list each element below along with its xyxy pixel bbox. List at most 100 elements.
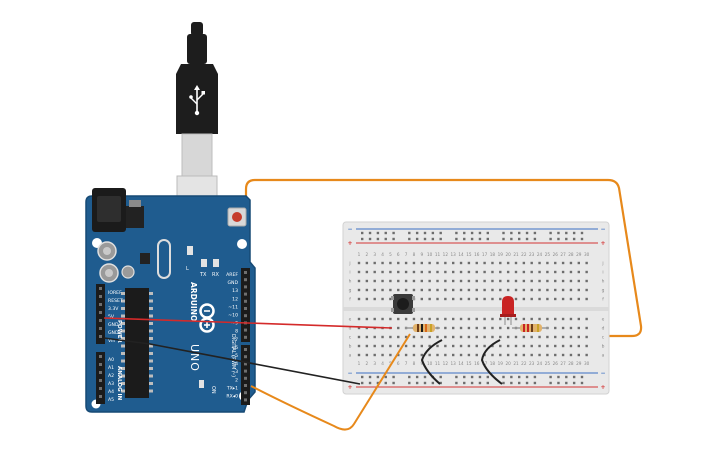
rail-hole[interactable] bbox=[463, 231, 466, 235]
terminal-hole[interactable] bbox=[428, 317, 431, 321]
terminal-hole[interactable] bbox=[546, 317, 549, 321]
header-hole[interactable] bbox=[244, 362, 247, 366]
rail-hole[interactable] bbox=[408, 381, 411, 385]
rail-hole[interactable] bbox=[439, 231, 442, 235]
terminal-hole[interactable] bbox=[381, 279, 384, 283]
terminal-hole[interactable] bbox=[506, 288, 510, 292]
terminal-hole[interactable] bbox=[373, 335, 376, 339]
rail-hole[interactable] bbox=[549, 381, 552, 385]
breadboard[interactable]: 1122334455667788991010111112121313141415… bbox=[342, 221, 610, 395]
terminal-hole[interactable] bbox=[459, 317, 463, 321]
terminal-hole[interactable] bbox=[522, 288, 526, 292]
terminal-hole[interactable] bbox=[389, 261, 392, 265]
rail-hole[interactable] bbox=[572, 237, 576, 241]
terminal-hole[interactable] bbox=[459, 335, 463, 339]
terminal-hole[interactable] bbox=[420, 288, 423, 292]
header-hole[interactable] bbox=[99, 371, 102, 374]
terminal-hole[interactable] bbox=[459, 353, 463, 357]
terminal-hole[interactable] bbox=[554, 326, 557, 330]
terminal-hole[interactable] bbox=[459, 288, 463, 292]
terminal-hole[interactable] bbox=[444, 317, 447, 321]
terminal-hole[interactable] bbox=[452, 297, 455, 301]
rail-hole[interactable] bbox=[455, 375, 458, 379]
terminal-hole[interactable] bbox=[389, 344, 392, 348]
terminal-hole[interactable] bbox=[467, 335, 471, 339]
terminal-hole[interactable] bbox=[554, 270, 557, 274]
rail-hole[interactable] bbox=[376, 375, 380, 379]
rail-hole[interactable] bbox=[376, 381, 380, 385]
terminal-hole[interactable] bbox=[577, 317, 580, 321]
terminal-hole[interactable] bbox=[475, 279, 478, 283]
rail-hole[interactable] bbox=[502, 231, 505, 235]
terminal-hole[interactable] bbox=[577, 297, 580, 301]
rail-hole[interactable] bbox=[502, 381, 505, 385]
terminal-hole[interactable] bbox=[561, 297, 565, 301]
header-hole[interactable] bbox=[99, 287, 102, 290]
terminal-hole[interactable] bbox=[491, 297, 494, 301]
terminal-hole[interactable] bbox=[585, 270, 588, 274]
wire-orange-pin2[interactable] bbox=[250, 333, 411, 431]
terminal-hole[interactable] bbox=[389, 335, 392, 339]
wire-black-gnd[interactable] bbox=[103, 337, 361, 385]
terminal-hole[interactable] bbox=[506, 326, 510, 330]
rail-hole[interactable] bbox=[533, 231, 537, 235]
terminal-hole[interactable] bbox=[554, 261, 557, 265]
rail-hole[interactable] bbox=[549, 237, 552, 241]
terminal-hole[interactable] bbox=[444, 344, 447, 348]
rail-hole[interactable] bbox=[510, 381, 513, 385]
terminal-hole[interactable] bbox=[428, 344, 431, 348]
terminal-hole[interactable] bbox=[506, 270, 510, 274]
terminal-hole[interactable] bbox=[522, 344, 526, 348]
terminal-hole[interactable] bbox=[381, 344, 384, 348]
terminal-hole[interactable] bbox=[577, 335, 580, 339]
terminal-hole[interactable] bbox=[412, 270, 416, 274]
terminal-hole[interactable] bbox=[499, 279, 502, 283]
terminal-hole[interactable] bbox=[373, 261, 376, 265]
terminal-hole[interactable] bbox=[475, 326, 478, 330]
jumper-black-1[interactable] bbox=[420, 339, 443, 385]
rail-hole[interactable] bbox=[423, 381, 427, 385]
rail-hole[interactable] bbox=[580, 381, 584, 385]
terminal-hole[interactable] bbox=[561, 335, 565, 339]
rail-hole[interactable] bbox=[463, 375, 466, 379]
rail-hole[interactable] bbox=[384, 231, 387, 235]
terminal-hole[interactable] bbox=[483, 326, 486, 330]
rail-hole[interactable] bbox=[478, 381, 482, 385]
terminal-hole[interactable] bbox=[499, 317, 502, 321]
terminal-hole[interactable] bbox=[444, 288, 447, 292]
terminal-hole[interactable] bbox=[585, 344, 588, 348]
rail-hole[interactable] bbox=[565, 375, 568, 379]
terminal-hole[interactable] bbox=[530, 317, 533, 321]
terminal-hole[interactable] bbox=[554, 317, 557, 321]
rail-hole[interactable] bbox=[368, 237, 372, 241]
terminal-hole[interactable] bbox=[436, 353, 439, 357]
terminal-hole[interactable] bbox=[389, 317, 392, 321]
rail-hole[interactable] bbox=[470, 381, 474, 385]
rail-hole[interactable] bbox=[423, 237, 427, 241]
terminal-hole[interactable] bbox=[444, 270, 447, 274]
header-hole[interactable] bbox=[244, 391, 247, 395]
terminal-hole[interactable] bbox=[357, 326, 361, 330]
terminal-hole[interactable] bbox=[428, 270, 431, 274]
rail-hole[interactable] bbox=[415, 237, 419, 241]
terminal-hole[interactable] bbox=[420, 344, 423, 348]
terminal-hole[interactable] bbox=[459, 297, 463, 301]
terminal-hole[interactable] bbox=[522, 279, 526, 283]
rail-hole[interactable] bbox=[392, 381, 395, 385]
rail-hole[interactable] bbox=[368, 231, 372, 235]
terminal-hole[interactable] bbox=[569, 326, 573, 330]
terminal-hole[interactable] bbox=[436, 317, 439, 321]
rail-hole[interactable] bbox=[557, 231, 560, 235]
terminal-hole[interactable] bbox=[546, 297, 549, 301]
terminal-hole[interactable] bbox=[530, 270, 533, 274]
rail-hole[interactable] bbox=[518, 231, 521, 235]
rail-hole[interactable] bbox=[486, 375, 489, 379]
terminal-hole[interactable] bbox=[365, 326, 369, 330]
terminal-hole[interactable] bbox=[404, 279, 408, 283]
wire-orange-loop[interactable] bbox=[244, 178, 643, 338]
terminal-hole[interactable] bbox=[436, 261, 439, 265]
terminal-hole[interactable] bbox=[530, 261, 533, 265]
header-hole[interactable] bbox=[99, 335, 102, 338]
terminal-hole[interactable] bbox=[404, 288, 408, 292]
terminal-hole[interactable] bbox=[452, 344, 455, 348]
